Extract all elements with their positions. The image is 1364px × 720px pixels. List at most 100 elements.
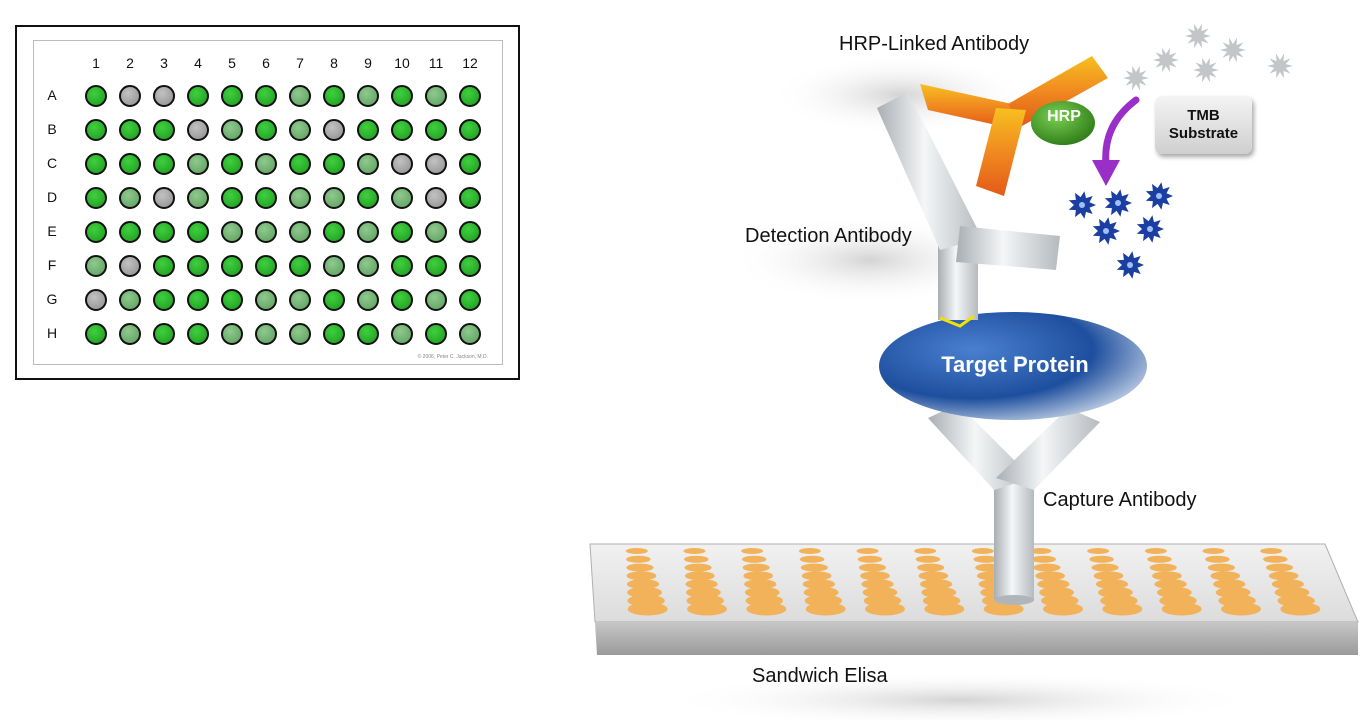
row-label: B — [47, 121, 57, 137]
hrp-linked-antibody — [920, 56, 1108, 196]
plate-well-3d — [860, 571, 890, 581]
plate-well-3d — [799, 555, 825, 563]
plate-well — [459, 85, 481, 107]
plate-well-3d — [1087, 548, 1110, 554]
plate-well-3d — [798, 548, 821, 554]
plate-well — [425, 153, 447, 175]
plate-well — [119, 153, 141, 175]
plate-well-3d — [857, 555, 883, 563]
row-label: D — [46, 189, 58, 205]
elisa-plate — [589, 543, 1359, 655]
plate-well-3d — [1089, 555, 1114, 563]
plate-well — [221, 221, 243, 243]
plate-well-3d — [1263, 555, 1288, 563]
column-label: 9 — [364, 55, 372, 71]
plate-well-3d — [1154, 579, 1187, 590]
plate-well-3d — [1033, 563, 1061, 572]
plate-well — [119, 255, 141, 277]
plate-well-3d — [1037, 579, 1070, 590]
plate-well — [323, 153, 345, 175]
plate-well — [357, 289, 379, 311]
capture-antibody-stem — [994, 478, 1034, 600]
plate-well-3d — [742, 563, 770, 572]
plate-front-edge — [595, 622, 1358, 655]
plate-well — [119, 221, 141, 243]
plate-well-3d — [983, 602, 1024, 616]
plate-well — [289, 221, 311, 243]
tmb-molecule — [1123, 65, 1149, 91]
plate-well-3d — [914, 548, 937, 554]
column-label: 7 — [296, 55, 304, 71]
target-protein-label: Target Protein — [941, 352, 1089, 377]
plate-well-3d — [625, 548, 648, 554]
plate-well — [391, 187, 413, 209]
plate-well-3d — [685, 579, 718, 590]
plate-well — [187, 255, 209, 277]
target-protein — [879, 312, 1147, 420]
plate-well-3d — [1260, 548, 1283, 554]
plate-well-3d — [865, 602, 905, 616]
plate-well — [357, 255, 379, 277]
plate-well — [425, 187, 447, 209]
plate-well — [289, 289, 311, 311]
hrp-antibody-stem — [976, 108, 1026, 196]
tmb-molecule — [1220, 37, 1246, 63]
plate-well — [255, 221, 277, 243]
plate-well — [425, 221, 447, 243]
plate-well — [425, 289, 447, 311]
plate-well — [425, 255, 447, 277]
plate-well-3d — [1029, 548, 1052, 554]
plate-well-3d — [1161, 602, 1202, 616]
plate-well — [85, 153, 107, 175]
product-molecule-core — [1127, 262, 1133, 268]
soft-shadow — [660, 672, 1260, 720]
tmb-substrate-box: TMB Substrate — [1155, 96, 1252, 154]
plate-well — [459, 255, 481, 277]
plate-well-3d — [856, 548, 879, 554]
plate-well-3d — [805, 602, 846, 616]
plate-well — [221, 187, 243, 209]
plate-well — [255, 85, 277, 107]
plate-well — [289, 153, 311, 175]
plate-well — [119, 119, 141, 141]
plate-well — [221, 85, 243, 107]
plate-well-3d — [743, 571, 774, 581]
plate-well-3d — [741, 548, 764, 554]
plate-well-3d — [626, 571, 657, 581]
plate-well-3d — [626, 563, 654, 572]
plate-well-3d — [684, 563, 712, 572]
plate-well-3d — [1035, 571, 1065, 581]
plate-well-3d — [684, 555, 709, 563]
plate-well — [153, 85, 175, 107]
plate-well — [85, 85, 107, 107]
plate-well — [187, 289, 209, 311]
plate-well-3d — [919, 579, 953, 590]
plate-well-3d — [1205, 555, 1230, 563]
plate-well-3d — [802, 579, 836, 590]
plate-well-3d — [1093, 571, 1124, 581]
plate-well — [459, 221, 481, 243]
plate-well — [425, 85, 447, 107]
plate-well-3d — [915, 555, 941, 563]
plate-well — [459, 153, 481, 175]
reaction-arrow-shaft — [1102, 96, 1140, 168]
row-label: H — [46, 325, 58, 341]
plate-well-3d — [971, 548, 994, 554]
column-label: 11 — [428, 55, 444, 71]
plate-well-3d — [924, 602, 965, 616]
plate-well — [425, 119, 447, 141]
plate-well-3d — [1091, 563, 1119, 572]
column-label: 2 — [126, 55, 134, 71]
hrp-enzyme — [1031, 101, 1095, 145]
plate-well-3d — [1144, 548, 1167, 554]
plate-well — [357, 187, 379, 209]
column-label: 5 — [228, 55, 236, 71]
product-molecule-core — [1115, 200, 1121, 206]
binding-site-detection — [939, 314, 975, 328]
plate-well — [323, 289, 345, 311]
row-label: A — [47, 87, 57, 103]
plate-well — [255, 323, 277, 345]
plate-well-3d — [1280, 602, 1321, 616]
plate-well — [323, 187, 345, 209]
plate-well-3d — [741, 555, 767, 563]
